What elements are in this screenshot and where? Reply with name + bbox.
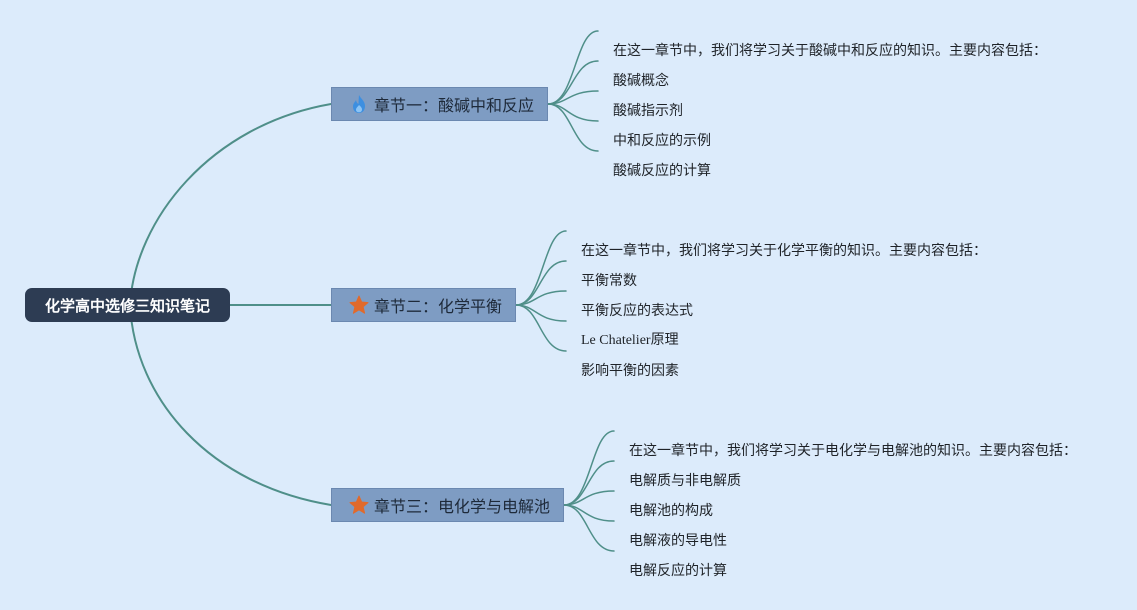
connector-c2-item-5 bbox=[515, 304, 567, 352]
chapter-3-item[interactable]: 电解液的导电性 bbox=[629, 533, 727, 549]
connector-root-chapter-1 bbox=[129, 103, 332, 306]
connector-c2-item-2 bbox=[515, 260, 567, 306]
chapter-2-item[interactable]: 平衡常数 bbox=[581, 273, 637, 289]
root-topic[interactable]: 化学高中选修三知识笔记 bbox=[25, 288, 230, 322]
chapter-3-item[interactable]: 电解池的构成 bbox=[629, 503, 713, 519]
chapter-2-intro[interactable]: 在这一章节中，我们将学习关于化学平衡的知识。主要内容包括： bbox=[581, 243, 987, 259]
connector-c1-item-5 bbox=[547, 103, 599, 152]
chapter-3-topic[interactable]: 章节三：电化学与电解池 bbox=[331, 488, 564, 522]
root-topic-label: 化学高中选修三知识笔记 bbox=[44, 296, 210, 315]
connector-c2-item-1 bbox=[515, 230, 567, 306]
connector-c1-item-1 bbox=[547, 30, 599, 105]
connector-c1-item-2 bbox=[547, 60, 599, 105]
connector-c3-item-5 bbox=[563, 504, 615, 552]
chapter-1-item[interactable]: 酸碱指示剂 bbox=[613, 103, 683, 119]
chapter-2-item[interactable]: 平衡反应的表达式 bbox=[581, 303, 693, 319]
chapter-1-item[interactable]: 中和反应的示例 bbox=[613, 133, 711, 149]
star-icon bbox=[349, 495, 369, 515]
chapter-2-label: 章节二：化学平衡 bbox=[374, 297, 503, 316]
connector-c3-item-1 bbox=[563, 430, 615, 506]
star-icon bbox=[349, 295, 369, 315]
chapter-3-label: 章节三：电化学与电解池 bbox=[374, 497, 551, 516]
chapter-3-item[interactable]: 电解质与非电解质 bbox=[629, 473, 741, 489]
chapter-2-item[interactable]: Le Chatelier原理 bbox=[581, 333, 679, 348]
chapter-1-topic[interactable]: 章节一：酸碱中和反应 bbox=[331, 87, 548, 121]
chapter-1-item[interactable]: 酸碱概念 bbox=[613, 73, 669, 89]
chapter-1-intro[interactable]: 在这一章节中，我们将学习关于酸碱中和反应的知识。主要内容包括： bbox=[613, 43, 1047, 59]
connector-root-chapter-3 bbox=[129, 304, 332, 506]
chapter-2-topic[interactable]: 章节二：化学平衡 bbox=[331, 288, 516, 322]
chapter-1-item[interactable]: 酸碱反应的计算 bbox=[613, 163, 711, 179]
chapter-3-item[interactable]: 电解反应的计算 bbox=[629, 563, 727, 579]
chapter-1-label: 章节一：酸碱中和反应 bbox=[374, 96, 535, 115]
chapter-2-item[interactable]: 影响平衡的因素 bbox=[581, 363, 679, 379]
connector-c3-item-2 bbox=[563, 460, 615, 506]
chapter-3-intro[interactable]: 在这一章节中，我们将学习关于电化学与电解池的知识。主要内容包括： bbox=[629, 443, 1077, 459]
fire-icon bbox=[349, 94, 369, 114]
